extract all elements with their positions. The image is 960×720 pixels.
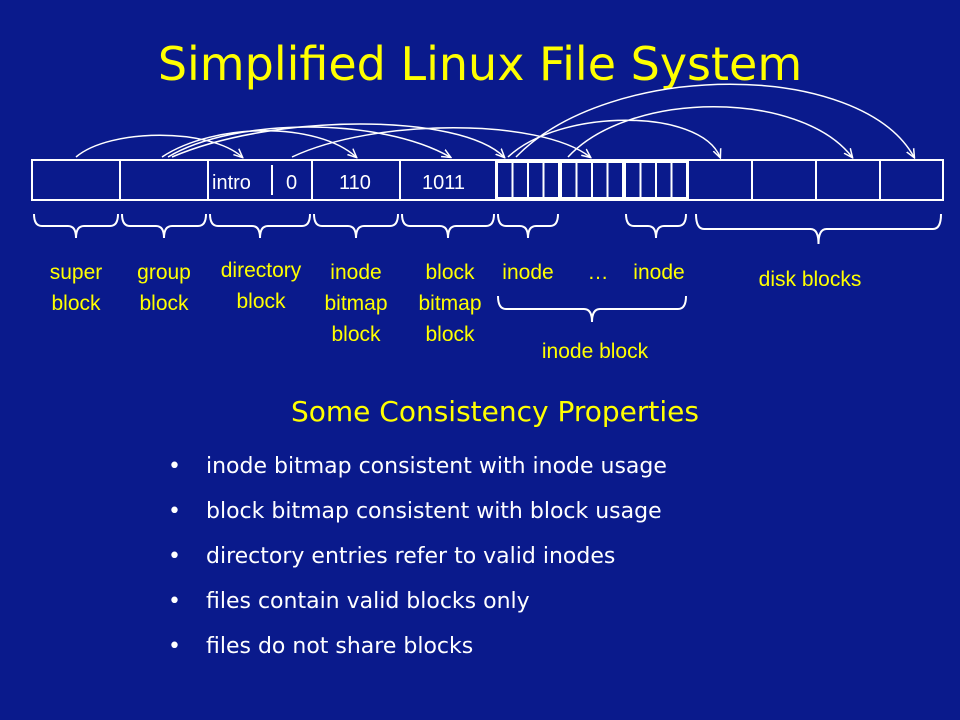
arrow-inode-to-disk-block-3 — [567, 106, 852, 157]
arrow-directory-to-inode — [291, 127, 590, 157]
arrow-group-to-inode-bitmap — [161, 130, 356, 157]
bullet-icon: • — [168, 634, 181, 659]
consistency-heading: Some Consistency Properties — [290, 395, 699, 428]
property-item: •files do not share blocks — [168, 624, 667, 669]
brace-group-block — [121, 213, 207, 239]
inode-bitmap-value: 110 — [339, 172, 371, 194]
bullet-icon: • — [168, 499, 181, 524]
arrow-group-to-inode-block — [171, 123, 504, 157]
brace-inode-last — [625, 213, 687, 239]
directory-entry-name: intro — [212, 172, 251, 194]
slide-title: Simplified Linux File System — [157, 37, 803, 91]
bullet-icon: • — [168, 454, 181, 479]
label-inode-block: inode block — [541, 340, 649, 363]
bullet-icon: • — [168, 544, 181, 569]
brace-super-block — [33, 213, 119, 239]
arrow-inode-to-disk-block-4 — [515, 83, 914, 157]
property-item: •block bitmap consistent with block usag… — [168, 489, 667, 534]
label-inode-bitmap-block: inode bitmap block — [324, 261, 388, 346]
label-inode-ellipsis: … — [587, 261, 609, 284]
arrow-super-to-directory — [75, 134, 242, 157]
brace-inode-first — [497, 213, 559, 239]
property-item: •inode bitmap consistent with inode usag… — [168, 444, 667, 489]
label-block-bitmap-block: block bitmap block — [418, 261, 482, 346]
label-inode-first: inode — [502, 261, 554, 284]
brace-directory-block — [209, 213, 311, 239]
brace-disk-blocks — [695, 213, 942, 245]
block-bitmap-value: 1011 — [422, 172, 465, 194]
inode-slots — [496, 161, 688, 199]
label-directory-block: directory block — [220, 259, 302, 313]
label-super-block: super block — [49, 261, 103, 315]
braces — [33, 213, 942, 323]
property-item: •files contain valid blocks only — [168, 579, 667, 624]
block-strip — [31, 159, 944, 201]
bullet-icon: • — [168, 589, 181, 614]
brace-inode-bitmap-block — [313, 213, 399, 239]
label-group-block: group block — [137, 261, 191, 315]
consistency-properties-list: •inode bitmap consistent with inode usag… — [168, 444, 667, 669]
directory-entry-inode: 0 — [286, 172, 297, 194]
brace-block-bitmap-block — [401, 213, 495, 239]
label-inode-last: inode — [633, 261, 685, 284]
property-item: •directory entries refer to valid inodes — [168, 534, 667, 579]
label-disk-blocks: disk blocks — [758, 268, 862, 291]
brace-inode-block — [497, 295, 687, 323]
